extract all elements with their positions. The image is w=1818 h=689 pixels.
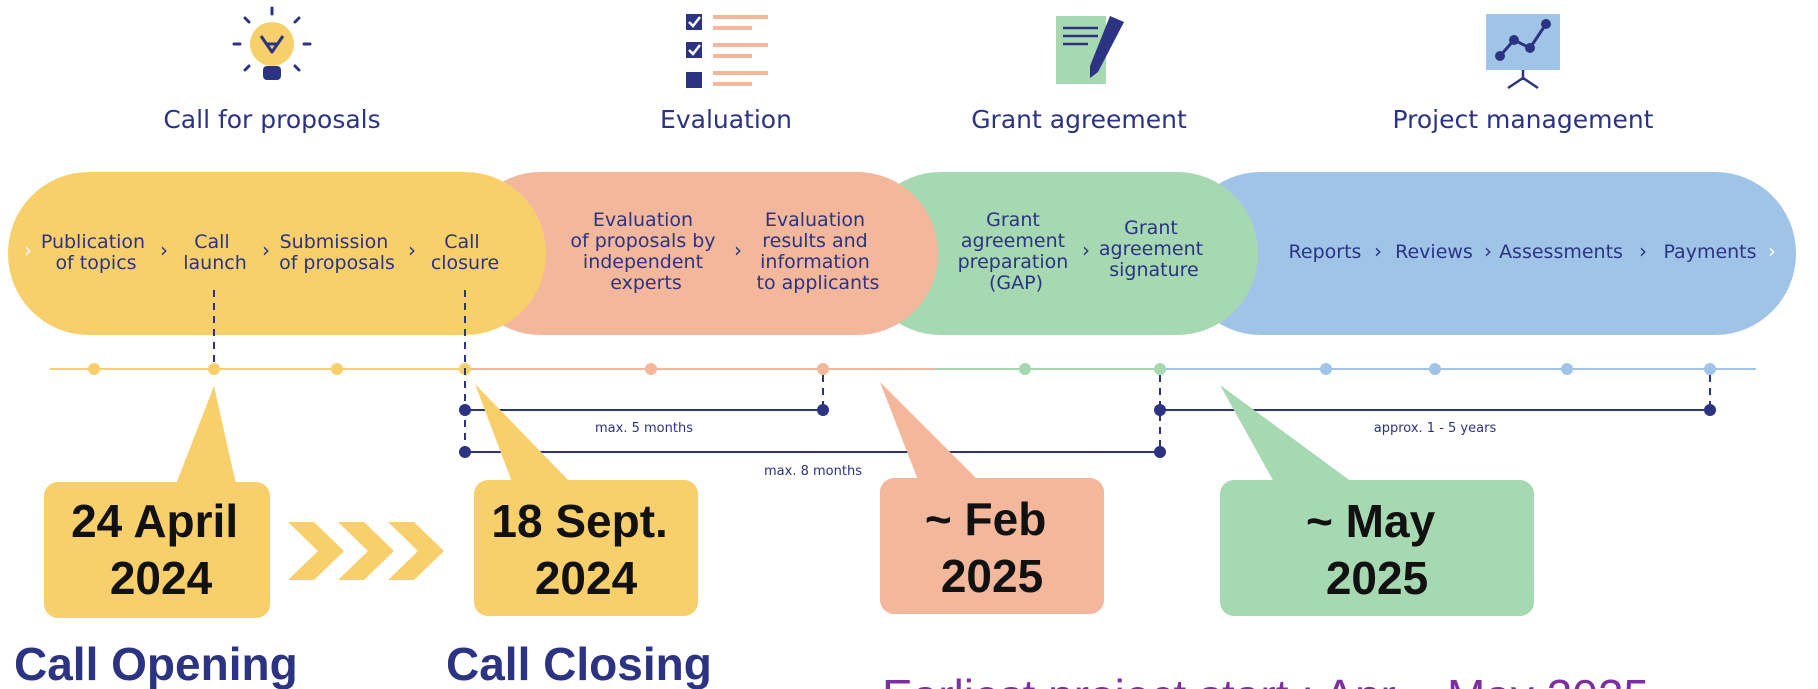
timeline-dot	[1019, 363, 1031, 375]
step-evaluation-results: Evaluation results and information to ap…	[757, 209, 880, 294]
chevron-right-icon: ›	[1374, 239, 1382, 263]
phase-title-grant: Grant agreement	[971, 105, 1187, 134]
chevron-right-icon: ›	[1639, 239, 1647, 263]
chevron-right-icon: ›	[408, 238, 416, 262]
timeline-dot	[817, 363, 829, 375]
chevron-right-icon: ›	[1484, 239, 1492, 263]
duration-label-eight-months: max. 8 months	[764, 464, 862, 479]
callout-may	[1220, 385, 1534, 616]
timeline-dot	[645, 363, 657, 375]
duration-label-five-months: max. 5 months	[595, 421, 693, 436]
step-publication: Publication of topics	[41, 231, 151, 274]
chevron-right-icon: ›	[24, 238, 32, 262]
timeline-dot	[88, 363, 100, 375]
chevron-arrows-icon	[288, 522, 444, 580]
step-gap: Grant agreement preparation (GAP)	[958, 209, 1075, 294]
step-call-launch: Call launch	[183, 231, 247, 274]
duration-bracket-evaluation	[459, 404, 829, 416]
timeline-dots	[88, 363, 1716, 375]
timeline-dot	[1704, 363, 1716, 375]
callout-closing	[474, 384, 698, 616]
step-submission: Submission of proposals	[279, 231, 395, 274]
chevron-right-icon: ›	[1768, 239, 1776, 263]
band-evaluation	[460, 172, 938, 335]
timeline-dot	[208, 363, 220, 375]
phase-title-management: Project management	[1393, 105, 1654, 134]
chevron-right-icon: ›	[734, 238, 742, 262]
step-evaluation-experts: Evaluation of proposals by independent e…	[570, 209, 721, 294]
chevron-right-icon: ›	[1082, 238, 1090, 262]
step-assessments: Assessments	[1499, 241, 1623, 263]
label-call-closing: Call Closing	[446, 638, 712, 689]
band-project-management	[1180, 172, 1796, 335]
callout-feb-date: ~ Feb 2025	[925, 493, 1059, 602]
timeline-dot	[331, 363, 343, 375]
callout-may-date: ~ May 2025	[1306, 495, 1448, 604]
callout-closing-date: 18 Sept. 2024	[491, 495, 680, 604]
step-reviews: Reviews	[1395, 241, 1473, 263]
band-call-for-proposals	[8, 172, 546, 335]
callout-opening-date: 24 April 2024	[71, 495, 251, 604]
callout-feb	[880, 382, 1104, 614]
step-signature: Grant agreement signature	[1099, 217, 1209, 281]
duration-label-years: approx. 1 - 5 years	[1374, 421, 1497, 436]
phase-title-call: Call for proposals	[163, 105, 380, 134]
label-earliest-start: Earliest project start : Apr – May 2025	[882, 670, 1649, 689]
phase-title-evaluation: Evaluation	[660, 105, 792, 134]
chevron-right-icon: ›	[262, 238, 270, 262]
duration-bracket-grant	[459, 446, 1166, 458]
label-call-opening: Call Opening	[14, 638, 298, 689]
checklist-icon	[686, 14, 768, 88]
step-call-closure: Call closure	[431, 231, 499, 274]
timeline-dot	[1154, 363, 1166, 375]
presentation-chart-icon	[1486, 14, 1560, 90]
callout-opening	[44, 386, 270, 618]
timeline-dot	[1561, 363, 1573, 375]
chevron-right-icon: ›	[160, 238, 168, 262]
band-grant-agreement	[860, 172, 1258, 335]
timeline-dot	[1429, 363, 1441, 375]
lightbulb-icon	[232, 6, 312, 80]
timeline-dot	[1320, 363, 1332, 375]
step-payments: Payments	[1663, 241, 1756, 263]
document-pen-icon	[1056, 16, 1124, 84]
step-reports: Reports	[1289, 241, 1362, 263]
